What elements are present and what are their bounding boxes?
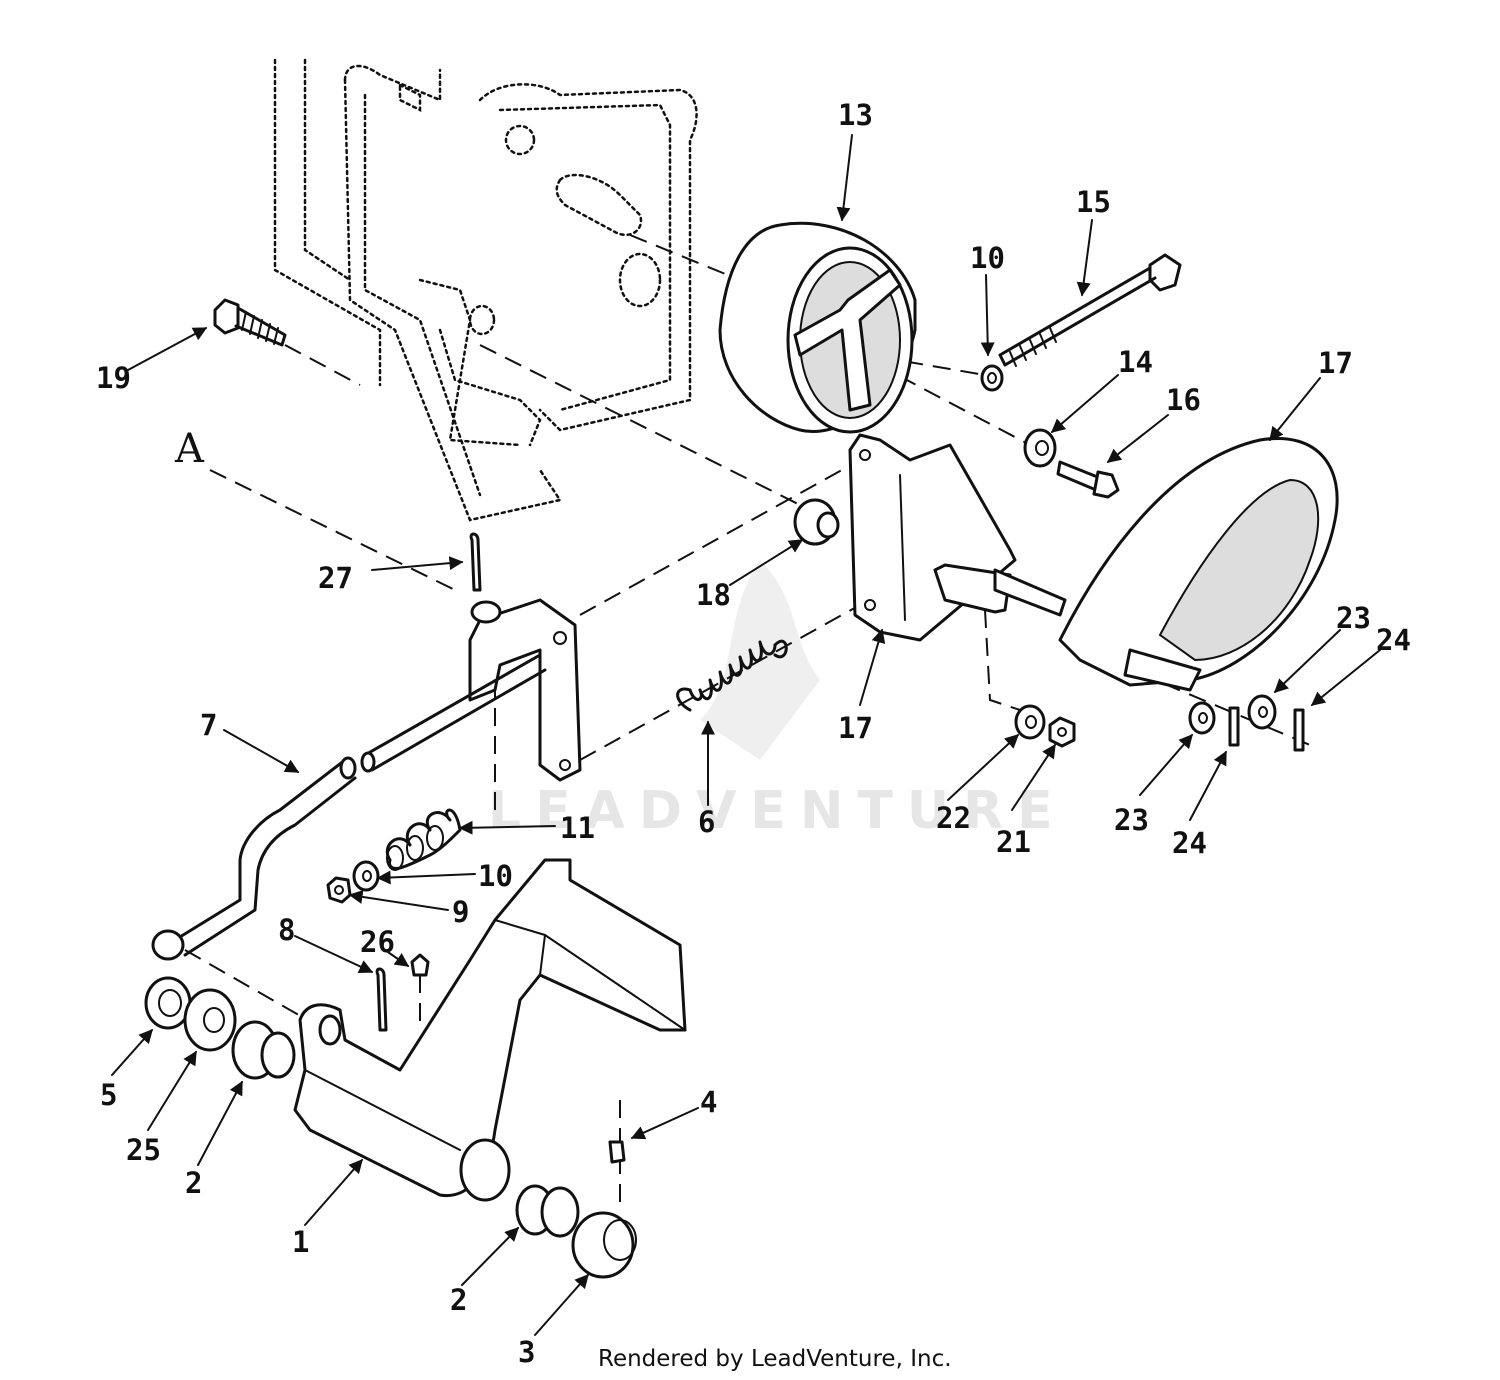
callout-5: 5 [100,1078,117,1112]
callout-11: 11 [560,811,595,845]
callout-16: 16 [1166,383,1201,417]
callout-27: 27 [318,561,353,595]
part-14-washer [1023,428,1057,468]
part-10-washer-lower [352,860,380,892]
callout-2-right: 2 [450,1283,467,1317]
part-21-nut [1048,716,1076,748]
callout-22: 22 [936,801,971,835]
callout-3: 3 [518,1335,535,1369]
callout-6: 6 [698,805,715,839]
part-23-washer-b [1247,694,1277,730]
callout-7: 7 [200,708,217,742]
part-9-nut [326,876,352,904]
callout-15: 15 [1076,185,1111,219]
callout-4: 4 [700,1085,717,1119]
part-15-long-bolt [998,253,1182,367]
watermark: LEADVENTURE [488,560,1053,841]
callout-14: 14 [1118,345,1153,379]
part-27-cotter-pin [469,532,482,592]
callout-24-upper: 24 [1376,623,1411,657]
callout-2-left: 2 [185,1166,202,1200]
part-10-washer-upper [980,364,1004,392]
part-13-pulley [718,221,917,434]
part-8-cotter-pin [375,967,388,1032]
callout-10-upper: 10 [970,241,1005,275]
callout-10-lower: 10 [478,859,513,893]
part-3-collar [571,1211,637,1279]
callout-19: 18 [696,578,731,612]
engine-housing-outline [273,58,698,522]
part-5-collar [144,976,192,1030]
callout-9: 9 [452,895,469,929]
callout-18: 17 [838,711,873,745]
part-23-washer-a [1188,701,1216,735]
part-2-bushing-right [515,1184,580,1238]
callout-25: 25 [126,1133,161,1167]
section-label-a: A [174,426,205,472]
part-4-set-screw [608,1140,626,1164]
callout-1: 1 [292,1225,309,1259]
callout-17: 17 [1318,346,1353,380]
part-16-bolt [1056,460,1120,499]
part-19-bushing [793,498,840,546]
part-17-brake-band [1058,437,1339,692]
assembly-lines [184,234,1311,1210]
callout-21: 21 [996,825,1031,859]
footer-credit: Rendered by LeadVenture, Inc. [598,1346,952,1372]
part-20-bolt [213,298,287,347]
part-24-pin-b [1293,708,1305,752]
part-1-pedal-arm [293,858,687,1202]
leader-arrows [111,134,1381,1336]
part-11-spring [386,808,462,871]
callout-23-upper: 23 [1336,601,1371,635]
part-7-brake-rod [151,653,547,961]
part-brake-arm-bracket [468,598,582,782]
part-24-pin-a [1228,706,1240,747]
part-2-bushing-left [231,1020,296,1080]
callout-13: 13 [838,98,873,132]
callout-labels: 19 13 15 10 14 16 17 27 18 17 6 7 11 10 … [96,98,1411,1369]
callout-20: 19 [96,361,131,395]
part-6-spring [676,639,788,712]
part-18-bracket [848,433,1067,642]
callout-24-lower: 24 [1172,826,1207,860]
callout-26: 26 [360,925,395,959]
callout-23-lower: 23 [1114,803,1149,837]
part-25-washer [183,988,237,1052]
part-26-grease-fitting [410,953,430,1030]
part-22-washer [1014,704,1046,740]
callout-8: 8 [278,913,295,947]
